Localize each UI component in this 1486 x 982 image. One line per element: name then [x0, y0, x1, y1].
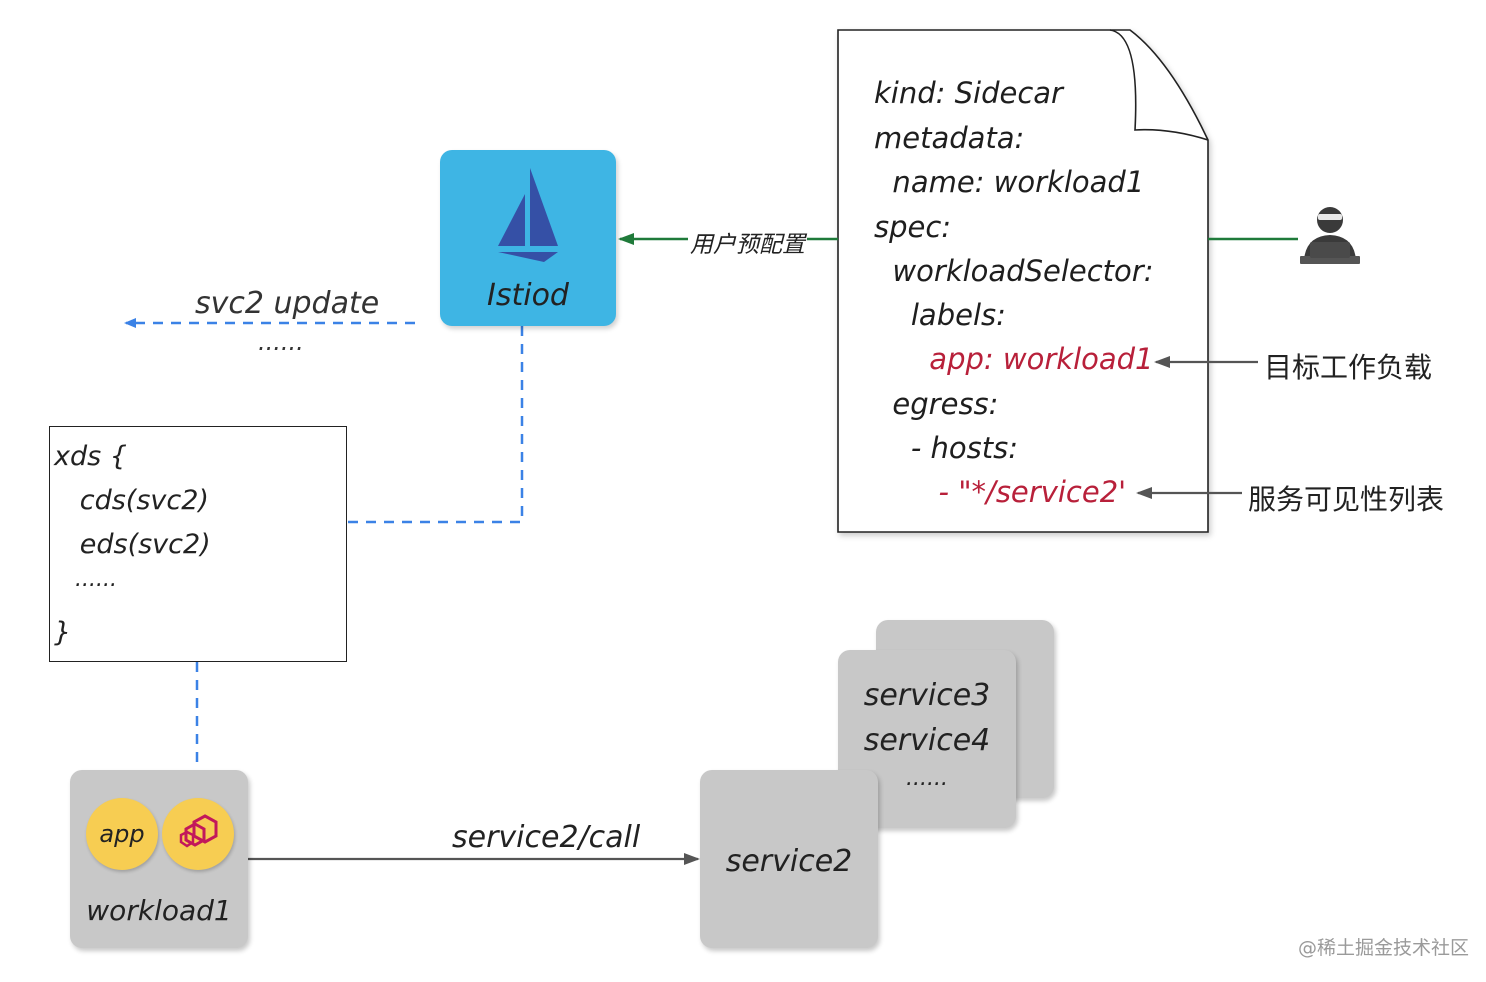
xds-line: xds {: [54, 441, 127, 472]
service-card-stack: service3 service4 ......: [838, 650, 1016, 828]
service4-label: service4: [863, 723, 991, 758]
envoy-sidecar-circle: [162, 798, 234, 870]
user-at-laptop-icon: [1300, 207, 1360, 264]
xds-line: }: [54, 617, 72, 648]
xds-config-box: xds { cds(svc2) eds(svc2) ...... }: [49, 426, 347, 662]
preconfig-label: 用户预配置: [688, 225, 807, 259]
istiod-to-xds-line: [347, 326, 524, 524]
target-workload-label: 目标工作负载: [1264, 351, 1433, 384]
app-label: app: [99, 820, 145, 848]
istio-sail-icon: [498, 168, 558, 262]
workload1-card: app workload1: [70, 770, 248, 948]
yaml-line: - hosts:: [874, 431, 1019, 465]
app-container-circle: app: [86, 798, 158, 870]
services-more-dots: ......: [906, 766, 948, 791]
yaml-line: metadata:: [874, 121, 1025, 155]
envoy-icon: [179, 814, 218, 848]
yaml-line: egress:: [874, 387, 999, 421]
yaml-line-hosts: - "*/service2': [874, 475, 1127, 509]
service2-card: service2: [700, 770, 878, 948]
svc2-update-dots: ......: [258, 328, 304, 356]
svc2-update-label: svc2 update: [195, 286, 380, 321]
yaml-line: workloadSelector:: [874, 254, 1154, 288]
yaml-line: name: workload1: [874, 165, 1145, 199]
yaml-line: labels:: [874, 298, 1006, 332]
xds-line: ......: [54, 567, 117, 592]
service3-label: service3: [863, 678, 991, 713]
visible-services-label: 服务可见性列表: [1248, 483, 1445, 516]
xds-line: eds(svc2): [54, 529, 211, 560]
istiod-label: Istiod: [487, 278, 569, 313]
document-icon: [837, 29, 1209, 533]
workload1-label: workload1: [86, 894, 232, 927]
istiod-box: Istiod: [440, 150, 616, 326]
service2-label: service2: [725, 844, 853, 879]
sidecar-yaml: kind: Sidecar metadata: name: workload1 …: [874, 76, 1204, 526]
yaml-line-target: app: workload1: [874, 342, 1154, 376]
yaml-line: kind: Sidecar: [874, 76, 1063, 110]
call-label: service2/call: [452, 820, 641, 855]
yaml-line: spec:: [874, 210, 952, 244]
watermark: @稀土掘金技术社区: [1298, 937, 1470, 959]
xds-line: cds(svc2): [54, 485, 209, 516]
